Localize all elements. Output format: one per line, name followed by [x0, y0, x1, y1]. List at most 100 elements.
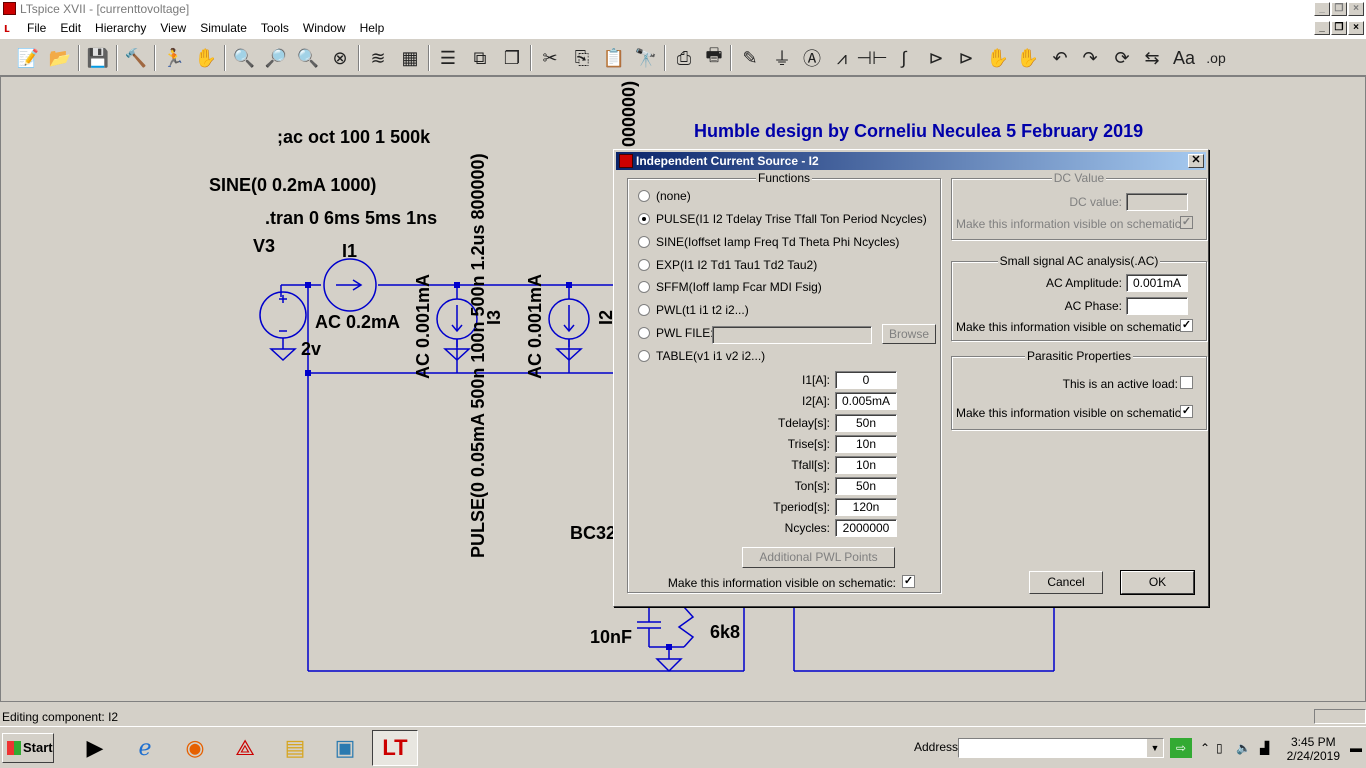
zoom-in-icon[interactable]: 🔍 — [232, 47, 256, 68]
photo-viewer-icon[interactable]: ▣ — [334, 735, 356, 760]
ton-input[interactable]: 50n — [835, 477, 897, 495]
cut-icon[interactable]: ✂ — [542, 47, 558, 68]
doc-icon[interactable]: ʟ — [4, 20, 10, 35]
halt-icon[interactable]: ✋ — [194, 47, 218, 68]
battery-icon[interactable]: ▯ — [1216, 741, 1223, 755]
radio-pwl[interactable]: PWL(t1 i1 t2 i2...) — [638, 303, 749, 317]
ok-button[interactable]: OK — [1120, 570, 1195, 595]
ac-amplitude-input[interactable]: 0.001mA — [1126, 274, 1188, 292]
diode-icon[interactable]: ⊳ — [928, 47, 944, 68]
undo-icon[interactable]: ↶ — [1052, 47, 1068, 68]
v3-label[interactable]: V3 — [253, 236, 276, 256]
tile-horizontal-icon[interactable]: ☰ — [439, 47, 457, 68]
clock[interactable]: 3:45 PM 2/24/2019 — [1287, 735, 1340, 763]
network-icon[interactable]: ▟ — [1260, 741, 1270, 755]
capacitor-label[interactable]: 10nF — [590, 627, 633, 647]
radio-button[interactable] — [638, 190, 650, 202]
draw-wire-icon[interactable]: ✎ — [742, 47, 758, 68]
i2-input[interactable]: 0.005mA — [835, 392, 897, 410]
doc-minimize-button[interactable]: _ — [1314, 21, 1330, 35]
i1-label[interactable]: I1 — [342, 241, 358, 261]
i3-ac-label[interactable]: AC 0.001mA — [413, 273, 433, 379]
tfall-input[interactable]: 10n — [835, 456, 897, 474]
radio-button[interactable] — [638, 259, 650, 271]
i3-pulse-label[interactable]: PULSE(0 0.05mA 500n 100n 500n 1.2us 8000… — [468, 153, 488, 558]
ltspice-taskbar-button[interactable]: LT — [372, 730, 418, 766]
menu-file[interactable]: File — [27, 21, 47, 35]
radio-button[interactable] — [638, 281, 650, 293]
menu-edit[interactable]: Edit — [60, 21, 82, 35]
spice-directive-icon[interactable]: .op — [1206, 50, 1226, 66]
i2-ac-label[interactable]: AC 0.001mA — [525, 273, 545, 379]
credit-text[interactable]: Humble design by Corneliu Neculea 5 Febr… — [694, 121, 1144, 141]
transistor-label[interactable]: BC32 — [570, 523, 617, 543]
active-load-checkbox[interactable] — [1180, 376, 1193, 389]
address-input[interactable]: ▼ — [958, 738, 1164, 758]
sine-label[interactable]: SINE(0 0.2mA 1000) — [209, 175, 377, 195]
dc-value-input[interactable] — [1126, 193, 1188, 211]
print-icon[interactable]: 🖶 — [705, 45, 723, 65]
menu-help[interactable]: Help — [359, 21, 385, 35]
copy-icon[interactable]: ⎘ — [574, 47, 590, 68]
tran-directive[interactable]: .tran 0 6ms 5ms 1ns — [265, 208, 438, 228]
minimize-button[interactable]: _ — [1314, 2, 1330, 16]
autorange-icon[interactable]: ≋ — [370, 47, 386, 68]
radio-button-selected[interactable] — [638, 213, 650, 225]
tperiod-input[interactable]: 120n — [835, 498, 897, 516]
control-panel-icon[interactable]: 🔨 — [124, 47, 148, 68]
save-icon[interactable]: 💾 — [86, 47, 110, 68]
drag-icon[interactable]: ✋ — [1016, 47, 1040, 68]
i1-input[interactable]: 0 — [835, 371, 897, 389]
file-explorer-icon[interactable]: ▤ — [284, 735, 306, 760]
radio-button[interactable] — [638, 304, 650, 316]
new-schematic-icon[interactable]: 📝 — [16, 47, 40, 68]
paste-icon[interactable]: 📋 — [602, 47, 626, 68]
print-preview-icon[interactable]: ⎙ — [676, 47, 692, 68]
media-player-icon[interactable]: ▶ — [86, 735, 104, 760]
ground-icon[interactable]: ⏚ — [773, 49, 791, 69]
close-button[interactable]: × — [1348, 2, 1364, 16]
zoom-pan-icon[interactable]: 🔎 — [264, 47, 288, 68]
menu-view[interactable]: View — [160, 21, 187, 35]
volume-icon[interactable]: 🔈 — [1236, 741, 1251, 755]
doc-restore-button[interactable]: ❐ — [1331, 21, 1347, 35]
component-icon[interactable]: ⊳ — [958, 47, 974, 68]
i2-pulse-label-fragment[interactable]: 000000) — [619, 80, 639, 147]
redo-icon[interactable]: ↷ — [1082, 47, 1098, 68]
ac-directive[interactable]: ;ac oct 100 1 500k — [277, 127, 431, 147]
ncycles-input[interactable]: 2000000 — [835, 519, 897, 537]
firefox-icon[interactable]: ◉ — [185, 735, 205, 760]
dc-visible-checkbox[interactable]: ✓ — [1180, 216, 1193, 229]
additional-pwl-points-button[interactable]: Additional PWL Points — [742, 547, 895, 568]
grid-icon[interactable]: ▦ — [401, 47, 419, 68]
radio-button[interactable] — [638, 350, 650, 362]
radio-pwl-file[interactable]: PWL FILE: — [638, 326, 714, 340]
cancel-button[interactable]: Cancel — [1029, 571, 1103, 594]
tile-vertical-icon[interactable]: ⧉ — [473, 47, 487, 68]
functions-visible-checkbox[interactable]: ✓ — [902, 575, 915, 588]
start-button[interactable]: Start — [2, 733, 54, 763]
restore-button[interactable]: ❐ — [1331, 2, 1347, 16]
label-net-icon[interactable]: Ⓐ — [803, 49, 821, 69]
zoom-out-icon[interactable]: 🔍 — [296, 47, 320, 68]
parasitic-visible-checkbox[interactable]: ✓ — [1180, 405, 1193, 418]
dialog-close-button[interactable]: ✕ — [1188, 154, 1204, 168]
radio-button[interactable] — [638, 327, 650, 339]
radio-table[interactable]: TABLE(v1 i1 v2 i2...) — [638, 349, 765, 363]
zoom-fit-icon[interactable]: ⊗ — [332, 47, 348, 68]
resistor-icon[interactable]: ⩘ — [836, 47, 848, 68]
trise-input[interactable]: 10n — [835, 435, 897, 453]
v3-value-label[interactable]: 2v — [301, 339, 322, 359]
i1-ac-label[interactable]: AC 0.2mA — [315, 312, 401, 332]
radio-button[interactable] — [638, 236, 650, 248]
radio-none[interactable]: (none) — [638, 189, 691, 203]
ac-visible-checkbox[interactable]: ✓ — [1180, 319, 1193, 332]
capacitor-icon[interactable]: ⊣⊢ — [856, 47, 888, 68]
radio-exp[interactable]: EXP(I1 I2 Td1 Tau1 Td2 Tau2) — [638, 258, 817, 272]
internet-explorer-icon[interactable]: ℯ — [138, 735, 152, 760]
radio-sffm[interactable]: SFFM(Ioff Iamp Fcar MDI Fsig) — [638, 280, 822, 294]
inductor-icon[interactable]: ∫ — [901, 47, 907, 68]
open-icon[interactable]: 📂 — [48, 47, 72, 68]
mirror-icon[interactable]: ⇆ — [1144, 47, 1160, 68]
radio-sine[interactable]: SINE(Ioffset Iamp Freq Td Theta Phi Ncyc… — [638, 235, 899, 249]
